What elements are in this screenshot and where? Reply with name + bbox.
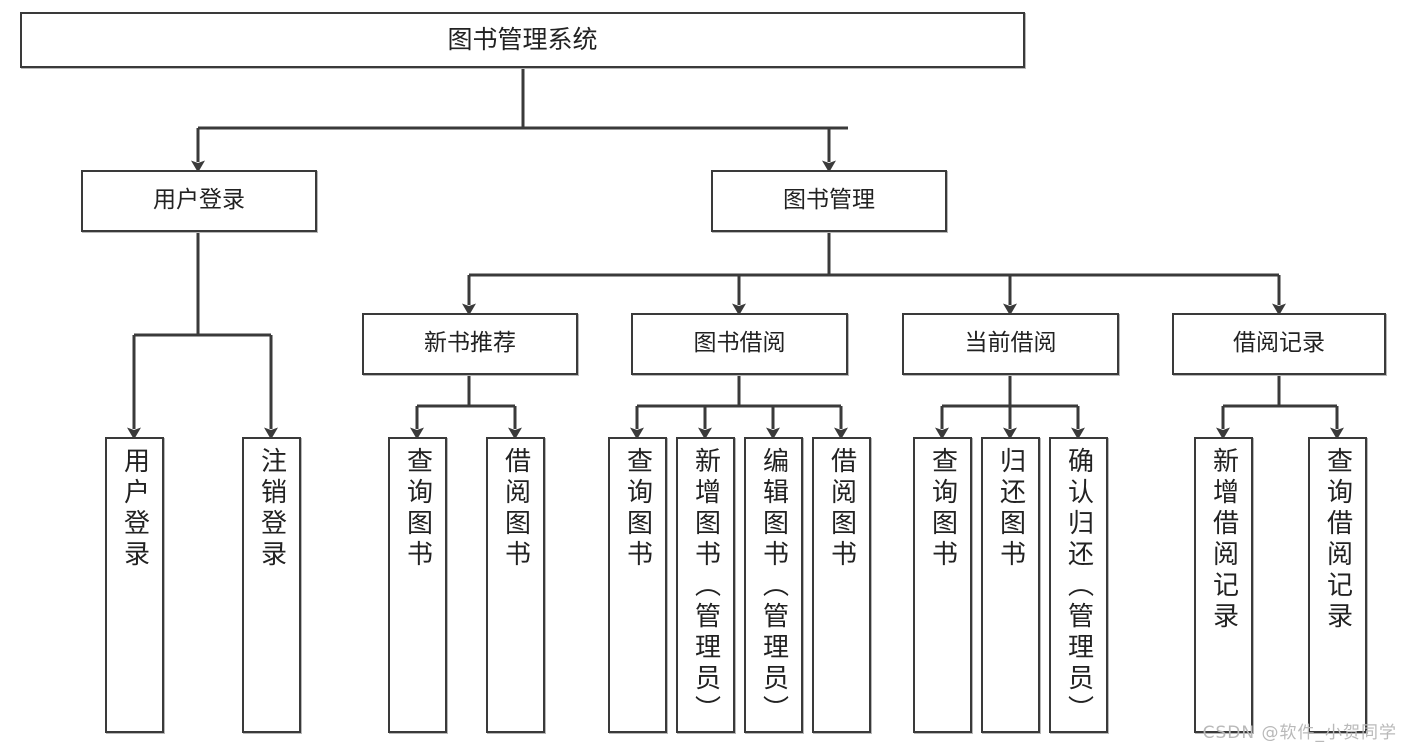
leaf-confirm-return-label: 确认归还（管理员） (1063, 447, 1094, 726)
leaf-query-book-3-label: 查询图书 (927, 447, 958, 571)
leaf-edit-book-label: 编辑图书（管理员） (758, 447, 789, 726)
node-borrow-record[interactable]: 借阅记录 (1172, 313, 1386, 375)
node-current-borrow-label: 当前借阅 (964, 330, 1057, 357)
leaf-query-book-1-label: 查询图书 (402, 447, 433, 571)
leaf-query-book-2-label: 查询图书 (622, 447, 653, 571)
leaf-return-book-label: 归还图书 (995, 447, 1026, 571)
node-borrow-record-label: 借阅记录 (1233, 330, 1325, 357)
leaf-query-book-2[interactable]: 查询图书 (608, 437, 667, 733)
leaf-return-book[interactable]: 归还图书 (981, 437, 1040, 733)
node-current-borrow[interactable]: 当前借阅 (902, 313, 1119, 375)
leaf-query-book-3[interactable]: 查询图书 (913, 437, 972, 733)
node-book-borrow-label: 图书借阅 (693, 330, 786, 357)
node-root-label: 图书管理系统 (447, 25, 598, 55)
leaf-add-book-label: 新增图书（管理员） (690, 447, 721, 726)
watermark-text: CSDN @软件_小贺同学 (1202, 723, 1397, 743)
leaf-user-login[interactable]: 用户登录 (105, 437, 164, 733)
leaf-borrow-book-1-label: 借阅图书 (500, 447, 531, 571)
leaf-logout-label: 注销登录 (256, 447, 287, 571)
leaf-add-book[interactable]: 新增图书（管理员） (676, 437, 735, 733)
leaf-add-borrow-record-label: 新增借阅记录 (1208, 447, 1239, 633)
leaf-user-login-label: 用户登录 (119, 447, 150, 571)
leaf-add-borrow-record[interactable]: 新增借阅记录 (1194, 437, 1253, 733)
leaf-query-borrow-record[interactable]: 查询借阅记录 (1308, 437, 1367, 733)
leaf-borrow-book-2[interactable]: 借阅图书 (812, 437, 871, 733)
node-book-borrow[interactable]: 图书借阅 (631, 313, 848, 375)
node-book-management[interactable]: 图书管理 (711, 170, 947, 232)
leaf-logout[interactable]: 注销登录 (242, 437, 301, 733)
leaf-edit-book[interactable]: 编辑图书（管理员） (744, 437, 803, 733)
leaf-query-borrow-record-label: 查询借阅记录 (1322, 447, 1353, 633)
node-new-book-recommend-label: 新书推荐 (424, 330, 516, 357)
leaf-query-book-1[interactable]: 查询图书 (388, 437, 447, 733)
leaf-borrow-book-2-label: 借阅图书 (826, 447, 857, 571)
node-root[interactable]: 图书管理系统 (20, 12, 1025, 68)
node-book-management-label: 图书管理 (783, 187, 875, 214)
leaf-borrow-book-1[interactable]: 借阅图书 (486, 437, 545, 733)
leaf-confirm-return[interactable]: 确认归还（管理员） (1049, 437, 1108, 733)
node-user-login[interactable]: 用户登录 (81, 170, 317, 232)
node-user-login-label: 用户登录 (153, 187, 245, 214)
node-new-book-recommend[interactable]: 新书推荐 (362, 313, 578, 375)
